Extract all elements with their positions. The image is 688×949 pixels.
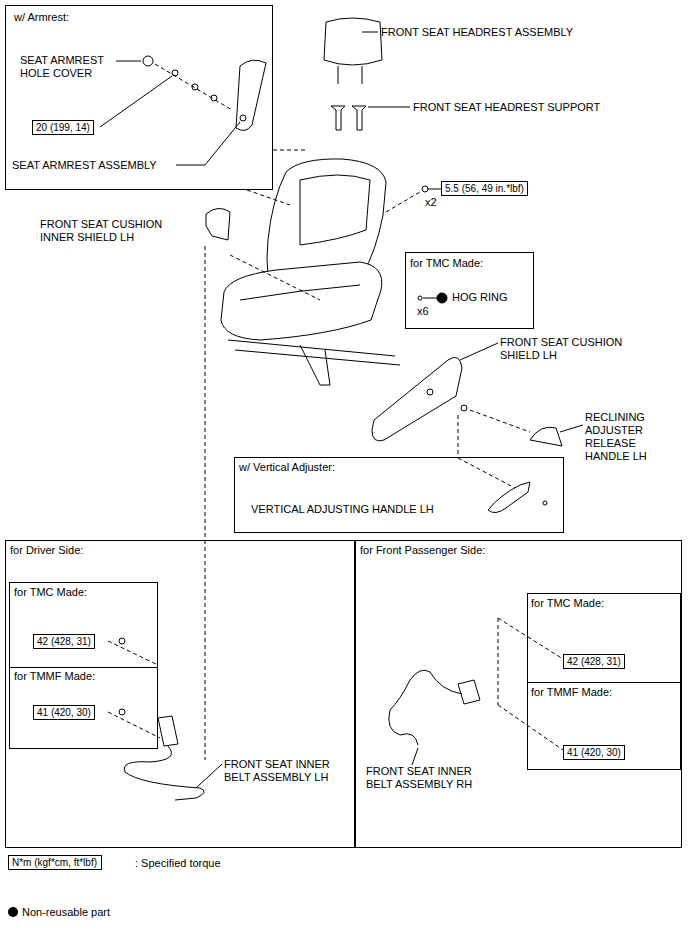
option-frame: for TMMF Made: 41 (420, 30) [527, 682, 681, 770]
frame-heading: for TMC Made: [531, 597, 671, 610]
part-name: FRONT SEAT CUSHION INNER SHIELD LH [40, 218, 180, 244]
part-name: FRONT SEAT INNER BELT ASSEMBLY RH [366, 765, 486, 791]
torque-box: 5.5 (56, 49 in.*lbf) [441, 181, 528, 196]
option-frame: for TMC Made: 42 (428, 31) [9, 582, 158, 668]
torque-box: 42 (428, 31) [33, 634, 95, 649]
frame-heading: for Front Passenger Side: [360, 544, 580, 557]
part-name: HOG RING [452, 291, 522, 304]
option-frame: w/ Armrest: SEAT ARMREST HOLE COVER SEAT A… [5, 5, 273, 190]
torque-box: 41 (420, 30) [33, 705, 95, 720]
torque-box: 20 (199, 14) [32, 120, 94, 135]
side-frame: for Driver Side: FRONT SEAT INNER BELT AS… [5, 540, 355, 848]
quantity: x2 [425, 196, 445, 209]
part-name: SEAT ARMREST ASSEMBLY [12, 159, 162, 172]
legend-text: Non-reusable part [22, 906, 222, 919]
frame-heading: w/ Vertical Adjuster: [239, 461, 439, 474]
frame-heading: for TMC Made: [410, 257, 520, 270]
torque-value: 5.5 (56, 49 in.*lbf) [445, 182, 524, 195]
part-name: FRONT SEAT CUSHION SHIELD LH [500, 336, 640, 362]
part-name: VERTICAL ADJUSTING HANDLE LH [251, 503, 461, 516]
legend-text: : Specified torque [135, 857, 335, 870]
part-name: FRONT SEAT HEADREST ASSEMBLY [381, 26, 621, 39]
frame-heading: for TMC Made: [14, 586, 144, 599]
part-name: FRONT SEAT INNER BELT ASSEMBLY LH [224, 758, 344, 784]
side-frame: for Front Passenger Side: FRONT SEAT INNE… [355, 540, 682, 848]
legend-sample-box: N*m (kgf*cm, ft*lbf) [8, 855, 102, 870]
option-frame: for TMMF Made: 41 (420, 30) [9, 667, 158, 749]
torque-box: 41 (420, 30) [563, 745, 625, 760]
torque-value: N*m (kgf*cm, ft*lbf) [12, 856, 97, 869]
frame-heading: for Driver Side: [10, 544, 210, 557]
torque-value: 41 (420, 30) [567, 746, 621, 759]
torque-box: 42 (428, 31) [563, 654, 625, 669]
part-name: FRONT SEAT HEADREST SUPPORT [413, 101, 643, 114]
torque-value: 20 (199, 14) [36, 121, 90, 134]
frame-heading: w/ Armrest: [14, 11, 134, 24]
torque-value: 41 (420, 30) [37, 706, 91, 719]
part-name: SEAT ARMREST HOLE COVER [20, 54, 116, 80]
option-frame: w/ Vertical Adjuster: VERTICAL ADJUSTING … [234, 457, 564, 533]
option-frame: for TMC Made: 42 (428, 31) [527, 593, 681, 683]
part-name: x6 [417, 305, 437, 318]
torque-value: 42 (428, 31) [37, 635, 91, 648]
frame-heading: for TMMF Made: [531, 686, 671, 699]
option-frame: for TMC Made: x6 HOG RING [405, 252, 534, 329]
frame-heading: for TMMF Made: [14, 670, 144, 683]
torque-value: 42 (428, 31) [567, 655, 621, 668]
part-name: RECLINING ADJUSTER RELEASE HANDLE LH [585, 411, 657, 463]
